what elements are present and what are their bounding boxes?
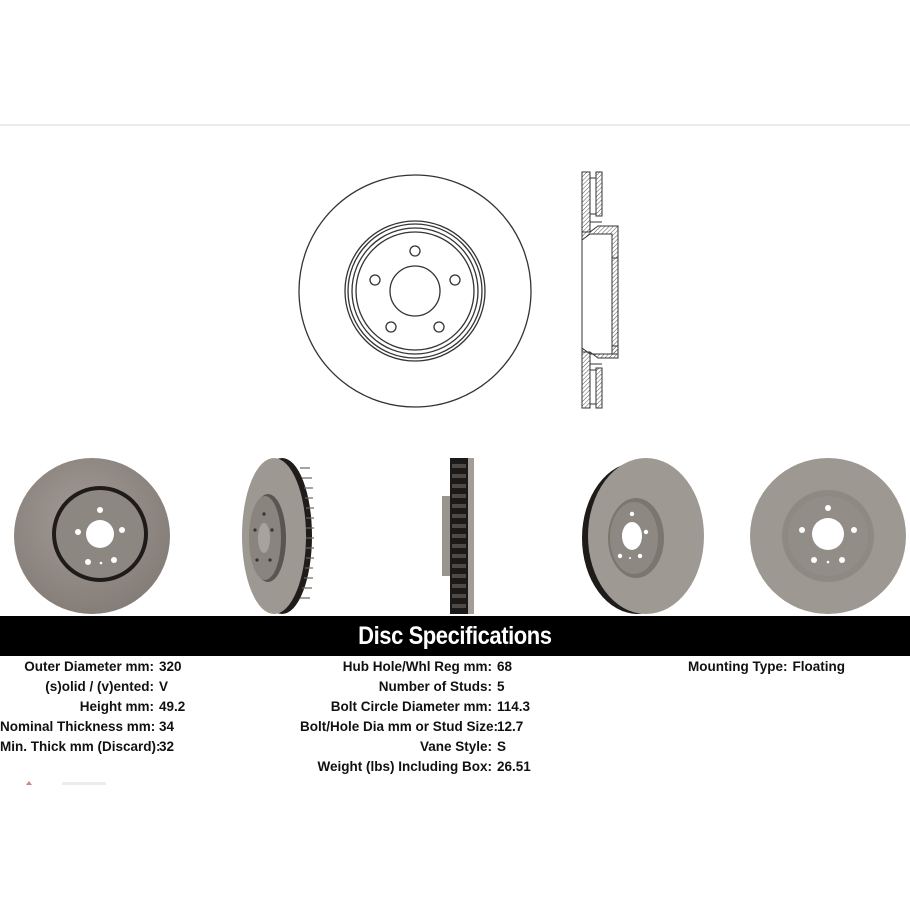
spec-label: Number of Studs: bbox=[378, 679, 492, 694]
rotor-section-drawing bbox=[581, 171, 619, 409]
spec-value: 5 bbox=[497, 679, 505, 694]
spec-weight: Weight (lbs) Including Box: 26.51 bbox=[300, 757, 531, 777]
rotor-photo-side-profile bbox=[442, 458, 474, 614]
spec-value: 49.2 bbox=[159, 699, 186, 714]
spec-column-1: Outer Diameter mm: 320 (s)olid / (v)ente… bbox=[0, 657, 185, 757]
spec-vane-style: Vane Style: S bbox=[300, 737, 531, 757]
spec-label: Vane Style: bbox=[419, 739, 492, 754]
spec-nominal-thickness: Nominal Thickness mm: 34 bbox=[0, 717, 185, 737]
spec-value: 68 bbox=[497, 659, 513, 674]
faint-watermark bbox=[62, 782, 106, 785]
spec-value: S bbox=[497, 739, 507, 754]
spec-value: 34 bbox=[159, 719, 175, 734]
spec-label: Min. Thick mm (Discard): bbox=[0, 739, 161, 754]
spec-bolt-circle-diameter: Bolt Circle Diameter mm: 114.3 bbox=[300, 697, 531, 717]
spec-solid-vented: (s)olid / (v)ented: V bbox=[0, 677, 185, 697]
spec-label: Bolt/Hole Dia mm or Stud Size: bbox=[300, 719, 499, 734]
spec-bolt-hole-dia: Bolt/Hole Dia mm or Stud Size: 12.7 bbox=[300, 717, 531, 737]
spec-label: Mounting Type: bbox=[688, 659, 788, 674]
rotor-photo-front bbox=[14, 458, 170, 614]
faint-logo-mark-icon bbox=[26, 781, 32, 785]
spec-value: 320 bbox=[159, 659, 182, 674]
spec-value: 32 bbox=[159, 739, 175, 754]
spec-height: Height mm: 49.2 bbox=[0, 697, 186, 717]
spec-mounting-type: Mounting Type: Floating bbox=[688, 657, 845, 677]
spec-label: Nominal Thickness mm: bbox=[0, 719, 156, 734]
spec-value: 12.7 bbox=[497, 719, 524, 734]
rotor-photo-angled-left bbox=[242, 458, 314, 614]
spec-label: (s)olid / (v)ented: bbox=[45, 679, 154, 694]
spec-label: Bolt Circle Diameter mm: bbox=[330, 699, 492, 714]
spec-label: Height mm: bbox=[79, 699, 154, 714]
spec-label: Weight (lbs) Including Box: bbox=[317, 759, 493, 774]
rotor-photo-back bbox=[750, 458, 906, 614]
spec-hub-hole: Hub Hole/Whl Reg mm: 68 bbox=[300, 657, 531, 677]
spec-number-of-studs: Number of Studs: 5 bbox=[300, 677, 531, 697]
spec-label: Outer Diameter mm: bbox=[24, 659, 154, 674]
spec-banner: Disc Specifications bbox=[0, 616, 910, 656]
rotor-photo-angled-right bbox=[582, 458, 704, 614]
spec-value: Floating bbox=[792, 659, 845, 674]
spec-outer-diameter: Outer Diameter mm: 320 bbox=[0, 657, 185, 677]
spec-label: Hub Hole/Whl Reg mm: bbox=[342, 659, 492, 674]
rotor-front-drawing bbox=[298, 174, 532, 408]
spec-min-thickness: Min. Thick mm (Discard): 32 bbox=[0, 737, 185, 757]
spec-value: 26.51 bbox=[497, 759, 531, 774]
spec-title: Disc Specifications bbox=[358, 621, 552, 650]
spec-column-3: Mounting Type: Floating bbox=[688, 657, 845, 677]
top-divider bbox=[0, 124, 910, 126]
spec-value: 114.3 bbox=[497, 699, 531, 714]
spec-value: V bbox=[159, 679, 169, 694]
spec-column-2: Hub Hole/Whl Reg mm: 68 Number of Studs:… bbox=[300, 657, 531, 777]
